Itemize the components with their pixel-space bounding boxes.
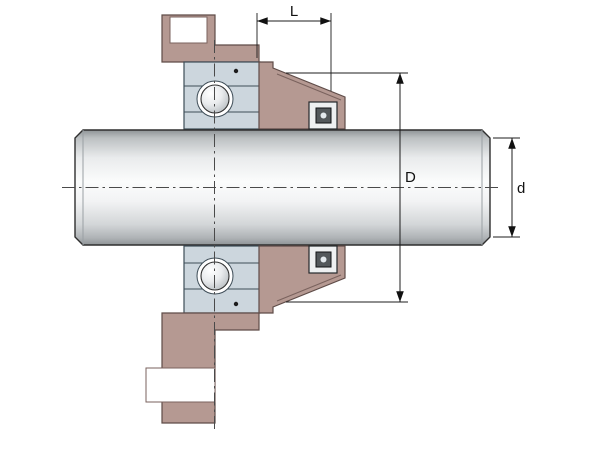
bolt-hole-bottom xyxy=(145,367,216,403)
lube-hole-bottom xyxy=(233,301,239,307)
sensor-center-top xyxy=(320,112,327,119)
end-cover-bottom xyxy=(258,245,346,314)
label-D: D xyxy=(405,169,416,186)
lube-hole-top xyxy=(233,68,239,74)
sensor-center-bottom xyxy=(320,256,327,263)
label-d: d xyxy=(517,180,525,197)
dimension-D: D xyxy=(286,72,416,303)
dimension-d: d xyxy=(493,137,525,238)
flange-top xyxy=(161,14,260,63)
label-L: L xyxy=(290,3,298,20)
end-cover-bottom-edge-line xyxy=(276,274,342,302)
dimension-L: L xyxy=(256,3,332,91)
end-cover-top-edge-line xyxy=(276,73,342,101)
shaft-chamfer-lines xyxy=(82,130,483,245)
extension-lines-D xyxy=(286,72,408,303)
bolt-hole-top xyxy=(169,16,208,44)
end-cover-top xyxy=(258,61,346,130)
